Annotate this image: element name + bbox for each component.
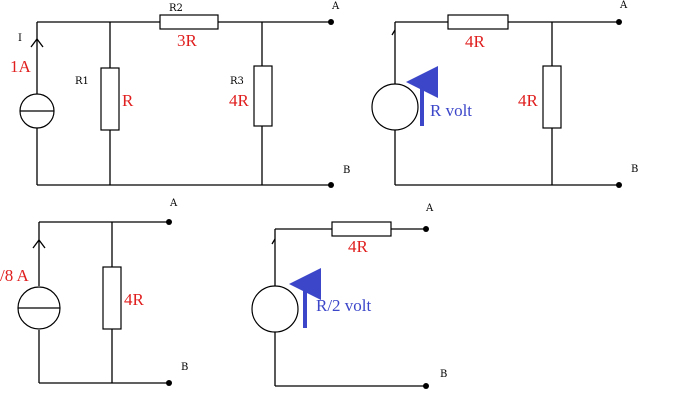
c1-terminal-a-dot: [328, 19, 334, 25]
c3-terminal-b-label: B: [181, 362, 188, 373]
c2-shunt-resistor: [542, 65, 562, 129]
c1-r2-name: R2: [169, 3, 183, 14]
c1-current-arrow: [30, 37, 44, 48]
c2-terminal-b-dot: [616, 182, 622, 188]
c1-terminal-b-label: B: [343, 165, 350, 176]
c2-shunt-value: 4R: [518, 91, 539, 110]
c1-r1-value: R: [122, 91, 134, 110]
c1-r3-resistor: [253, 65, 273, 127]
circuit-4: R/2 volt 4R A B: [251, 203, 447, 389]
c4-source-tick: [271, 238, 276, 245]
c2-source-value: R volt: [430, 101, 472, 120]
c3-terminal-b-dot: [166, 380, 172, 386]
c1-current-value: 1A: [10, 57, 32, 76]
c3-terminal-a-dot: [166, 219, 172, 225]
c2-terminal-a-dot: [616, 19, 622, 25]
circuit-3: /8 A 4R A B: [0, 198, 188, 386]
c1-r2-value: 3R: [177, 31, 198, 50]
c3-current-source: [17, 286, 61, 330]
c1-r2-resistor: [159, 14, 219, 30]
c4-r-value: 4R: [348, 237, 369, 256]
c1-terminal-a-label: A: [331, 1, 340, 12]
c1-r3-value: 4R: [229, 91, 250, 110]
c1-current-name: I: [18, 33, 22, 44]
circuit-1: I 1A R1 R R2 3R R3 4R A B: [10, 1, 350, 188]
c4-source-value: R/2 volt: [316, 296, 372, 315]
c4-terminal-a-label: A: [425, 203, 434, 214]
circuit-2: R volt 4R 4R A B: [371, 0, 638, 188]
c2-source-tick: [391, 29, 396, 36]
c3-r-value: 4R: [124, 290, 145, 309]
c3-resistor: [102, 266, 122, 330]
c4-terminal-a-dot: [423, 226, 429, 232]
c4-terminal-b-label: B: [440, 369, 447, 380]
c2-series-resistor: [447, 14, 509, 30]
c2-terminal-b-label: B: [631, 164, 638, 175]
c4-series-resistor: [331, 221, 392, 237]
c2-voltage-source: [371, 83, 419, 131]
c3-current-arrow: [32, 238, 46, 249]
c4-terminal-b-dot: [423, 383, 429, 389]
c1-r1-resistor: [100, 67, 120, 131]
c1-r3-name: R3: [230, 76, 244, 87]
c2-series-value: 4R: [465, 32, 486, 51]
c4-voltage-source: [251, 285, 299, 333]
c1-current-source: [19, 93, 55, 129]
c2-terminal-a-label: A: [619, 0, 628, 11]
c1-r1-name: R1: [75, 76, 89, 87]
c3-terminal-a-label: A: [169, 198, 178, 209]
c3-current-value: /8 A: [0, 266, 30, 285]
c1-terminal-b-dot: [328, 182, 334, 188]
